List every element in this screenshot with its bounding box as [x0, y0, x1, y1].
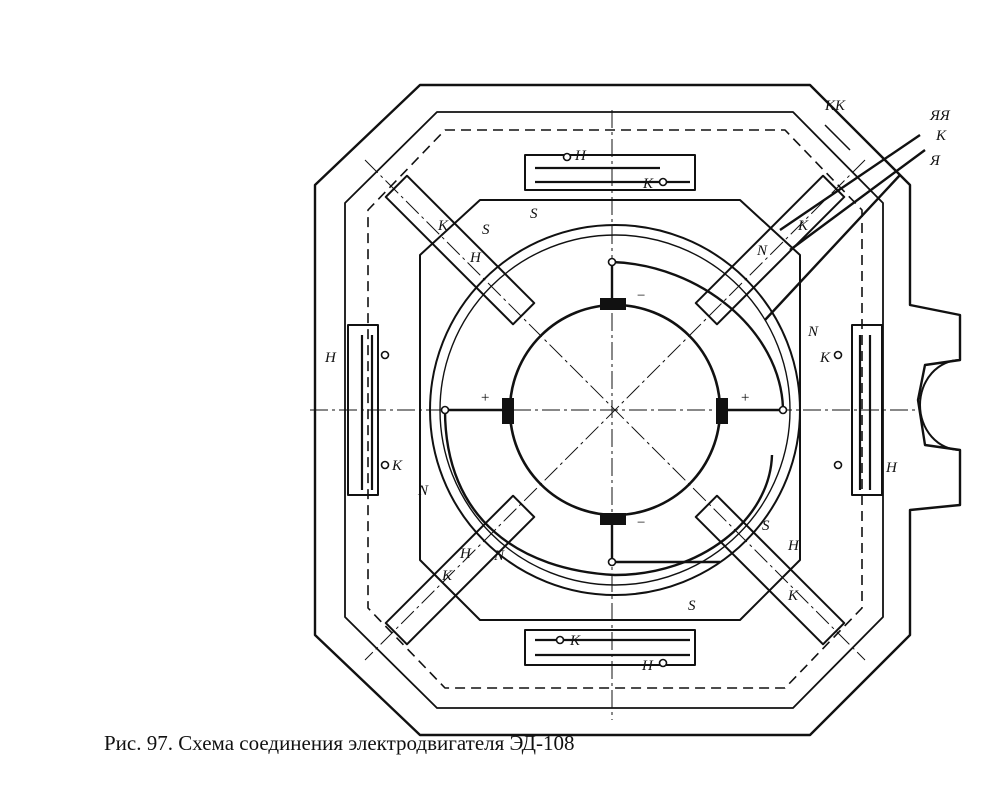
label-n-bl: N — [493, 548, 505, 564]
label-k-bottom: К — [569, 633, 581, 649]
label-plus-left: + — [480, 390, 490, 406]
label-minus-top: − — [636, 288, 646, 304]
coil-right — [851, 324, 883, 496]
label-minus-bottom: − — [636, 515, 646, 531]
brush-top — [600, 298, 626, 310]
label-k-tr: К — [797, 218, 809, 234]
label-h-bl: Н — [459, 546, 472, 562]
terminal-kk: КК — [824, 98, 846, 114]
label-n-right: N — [807, 324, 819, 340]
label-s-br: S — [762, 518, 770, 534]
frame-notch — [919, 359, 961, 451]
armature-lead-left — [443, 409, 774, 577]
label-h-br: Н — [787, 538, 800, 554]
figure-caption: Рис. 97. Схема соединения электродвигате… — [104, 731, 575, 755]
label-s-top: S — [530, 206, 538, 222]
coil-bottom-left — [384, 494, 536, 646]
label-h-tl: Н — [469, 250, 482, 266]
terminal-ya: Я — [929, 153, 941, 169]
label-n-left: N — [417, 483, 429, 499]
coil-top — [524, 154, 696, 191]
coil-top-left — [384, 174, 536, 326]
label-s-bottom: S — [688, 598, 696, 614]
inner-frame — [344, 111, 884, 709]
label-h-top: Н — [574, 148, 587, 164]
terminal-yaya: ЯЯ — [929, 108, 951, 124]
coil-bottom-right — [694, 494, 846, 646]
armature-lead-top — [611, 260, 785, 409]
brush-left — [502, 398, 514, 424]
label-k-bl: К — [441, 568, 453, 584]
brush-bottom — [600, 513, 626, 525]
pole-boundary — [419, 199, 801, 621]
label-n-tr: N — [756, 243, 768, 259]
label-k-br: К — [787, 588, 799, 604]
outer-frame — [313, 83, 962, 737]
lead-wires — [764, 134, 926, 321]
label-h-bottom: Н — [641, 658, 654, 674]
label-k-left: К — [391, 458, 403, 474]
terminal-k: К — [935, 128, 947, 144]
label-k-tl: К — [437, 218, 449, 234]
axis-diagonal-2 — [364, 159, 866, 661]
label-h-left: Н — [324, 350, 337, 366]
label-h-right: Н — [885, 460, 898, 476]
label-s-tl: S — [482, 222, 490, 238]
label-k-right: К — [819, 350, 831, 366]
label-plus-right: + — [740, 390, 750, 406]
label-k-top: К — [642, 176, 654, 192]
brush-right — [716, 398, 728, 424]
coil-bottom — [524, 629, 696, 666]
coil-top-right — [694, 174, 846, 326]
dashed-circuit — [367, 129, 863, 689]
